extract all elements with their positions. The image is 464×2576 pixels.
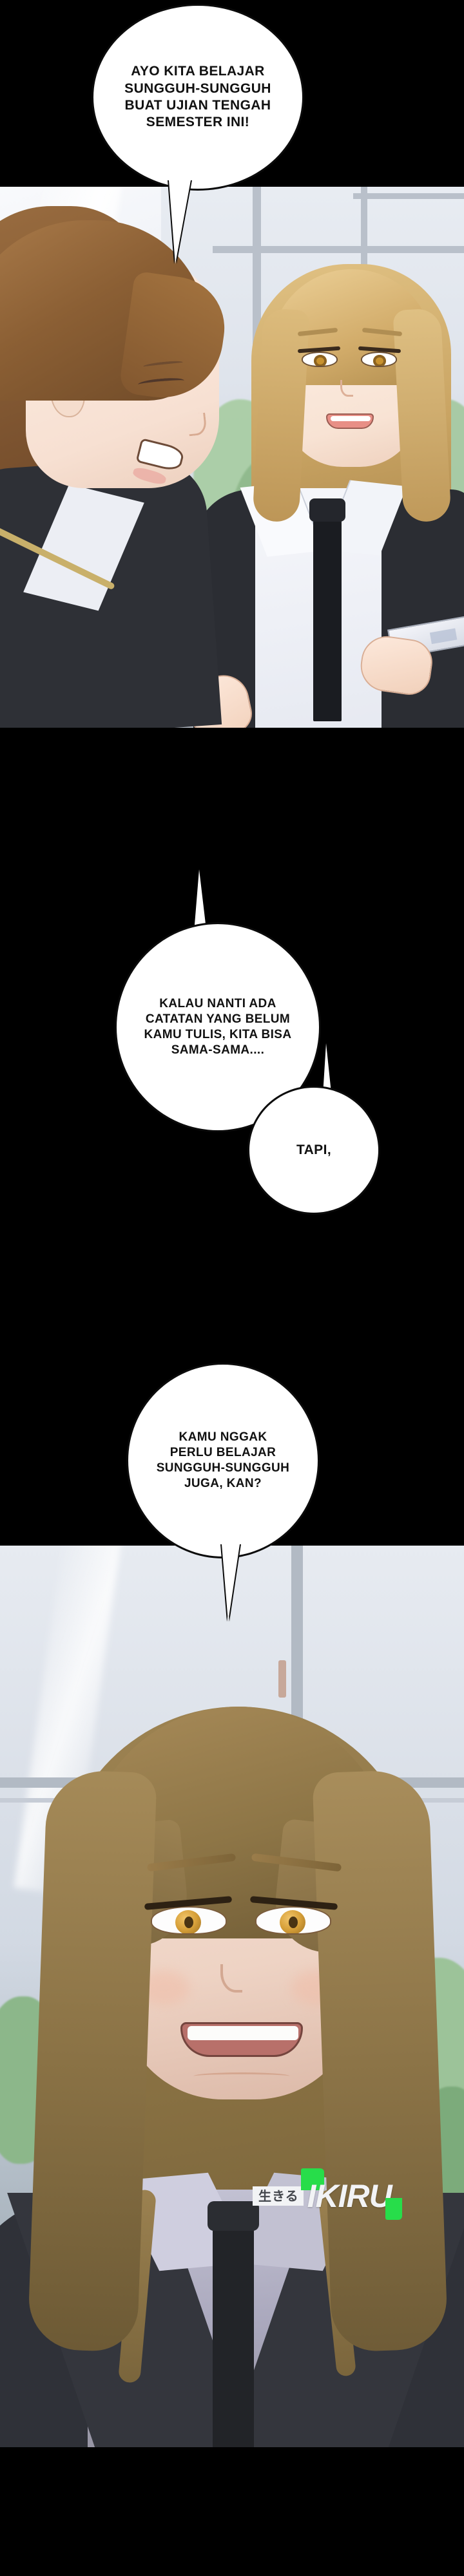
speech-bubble-4-text: KAMU NGGAK PERLU BELAJAR SUNGGUH-SUNGGUH…: [156, 1430, 290, 1490]
speech-bubble-3: TAPI,: [247, 1086, 380, 1215]
eye-left: [151, 1906, 227, 1935]
comic-panel-classroom: [0, 187, 464, 728]
teeth: [188, 2026, 298, 2040]
eye-right: [361, 352, 397, 367]
speech-bubble-3-text: TAPI,: [296, 1142, 332, 1157]
closeup-hair-side-left: [27, 1769, 157, 2353]
lower-lip-line: [193, 2072, 290, 2080]
speech-bubble-2-text: KALAU NANTI ADA CATATAN YANG BELUM KAMU …: [144, 997, 292, 1057]
speech-bubble-tail: [222, 1544, 240, 1622]
watermark-accent-top: [300, 2168, 324, 2190]
eye-right: [255, 1906, 331, 1935]
closeup-hair-side-right: [312, 1769, 449, 2353]
nose: [340, 380, 353, 397]
speech-bubble-1-text: AYO KITA BELAJAR SUNGGUH-SUNGGUH BUAT UJ…: [124, 64, 271, 130]
ikiru-watermark: 生きる IKIRU: [253, 2168, 402, 2220]
eye-left: [302, 352, 338, 367]
necktie-knot: [208, 2201, 259, 2231]
watermark-japanese-text: 生きる: [253, 2186, 304, 2206]
comic-panel-closeup: [0, 1546, 464, 2447]
necktie: [313, 509, 342, 721]
pupil-left: [184, 1917, 193, 1928]
nose: [220, 1964, 242, 1993]
window-frame-bar: [213, 246, 464, 253]
pupil-right: [289, 1917, 298, 1928]
necktie-knot: [309, 498, 345, 522]
watermark-logo: IKIRU: [300, 2168, 402, 2220]
speech-bubble-1: AYO KITA BELAJAR SUNGGUH-SUNGGUH BUAT UJ…: [92, 4, 304, 191]
watermark-brand-name: IKIRU: [307, 2178, 392, 2214]
grinning-mouth: [180, 2022, 303, 2057]
speech-bubble-2: KALAU NANTI ADA CATATAN YANG BELUM KAMU …: [115, 922, 321, 1132]
speech-bubble-tail: [169, 180, 191, 264]
mouth: [326, 413, 374, 429]
watermark-accent-bottom: [385, 2198, 402, 2220]
necktie: [213, 2215, 254, 2447]
speech-bubble-4: KAMU NGGAK PERLU BELAJAR SUNGGUH-SUNGGUH…: [126, 1363, 320, 1558]
window-frame-bar: [353, 193, 464, 199]
window-latch: [278, 1660, 286, 1698]
